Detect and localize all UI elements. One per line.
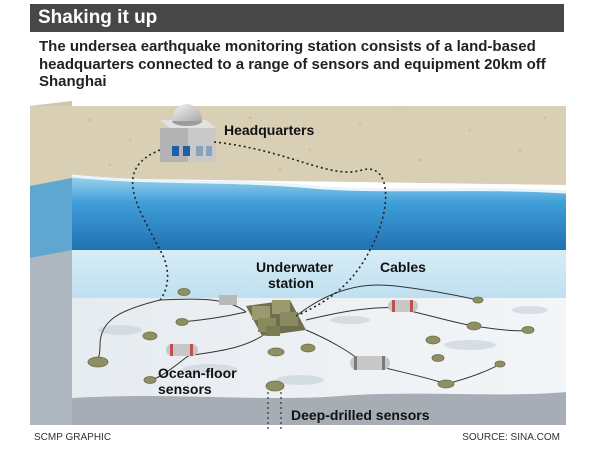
subtitle: The undersea earthquake monitoring stati… bbox=[39, 38, 546, 90]
graphic-credit: SCMP GRAPHIC bbox=[34, 432, 112, 443]
label-underwater-station-1: Underwater bbox=[256, 259, 334, 275]
main-cable-2 bbox=[131, 149, 169, 301]
title-bar: Shaking it up bbox=[30, 4, 564, 32]
main-cable bbox=[213, 141, 387, 317]
label-ocean-floor-1: Ocean-floor bbox=[158, 365, 237, 381]
page-title: Shaking it up bbox=[38, 7, 158, 28]
source-credit: SOURCE: SINA.COM bbox=[462, 432, 560, 443]
cylinder-sensor bbox=[350, 356, 390, 370]
block-left-wall-sea bbox=[30, 175, 72, 258]
land-texture bbox=[88, 111, 547, 172]
dome-icon bbox=[172, 104, 202, 126]
sea-surface bbox=[72, 176, 566, 252]
label-ocean-floor-2: sensors bbox=[158, 381, 212, 397]
cylinder-sensor bbox=[388, 300, 418, 312]
underwater-station bbox=[246, 300, 306, 336]
seabed-texture bbox=[98, 306, 548, 385]
label-headquarters: Headquarters bbox=[224, 122, 314, 138]
label-cables: Cables bbox=[380, 259, 426, 275]
land-surface bbox=[30, 106, 566, 186]
seabed-front bbox=[72, 392, 566, 425]
disc-sensors bbox=[87, 288, 535, 392]
cylinder-sensor bbox=[166, 344, 198, 356]
cylinder-sensor bbox=[219, 295, 237, 305]
label-deep-drilled: Deep-drilled sensors bbox=[291, 407, 430, 423]
label-underwater-station-2: station bbox=[268, 275, 314, 291]
headquarters-building bbox=[160, 120, 216, 162]
shore-foam bbox=[71, 174, 567, 194]
water-column bbox=[72, 250, 566, 298]
